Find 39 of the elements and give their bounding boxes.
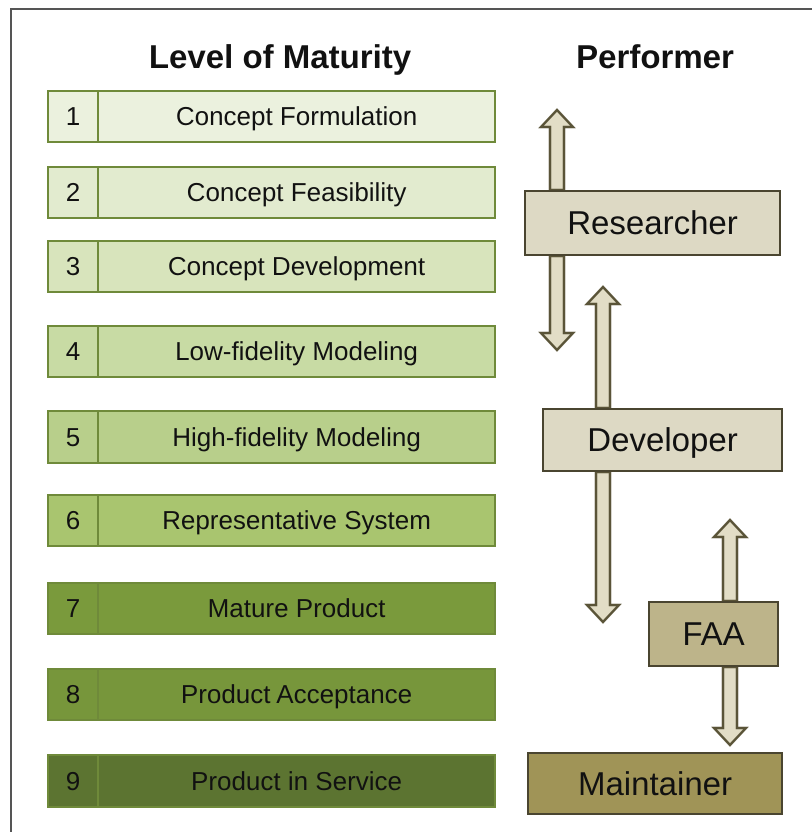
level-number: 7: [49, 584, 99, 633]
maturity-level-row: [47, 582, 496, 635]
maturity-level-row: [47, 240, 496, 293]
level-number: 1: [49, 92, 99, 141]
level-name: Product Acceptance: [180, 678, 414, 711]
performer-box: Developer: [542, 408, 783, 472]
level-name: Concept Feasibility: [186, 176, 408, 209]
level-name: Representative System: [161, 504, 432, 537]
level-name: Concept Formulation: [174, 100, 418, 133]
maturity-level-row: [47, 410, 496, 464]
level-number: 3: [49, 242, 99, 291]
double-line-arrow: [711, 666, 749, 747]
performer-box: FAA: [648, 601, 779, 667]
level-name: Concept Development: [166, 250, 426, 283]
column-heading: Level of Maturity: [148, 38, 412, 76]
maturity-level-row: [47, 325, 496, 378]
maturity-level-row: [47, 668, 496, 721]
maturity-level-row: [47, 754, 496, 808]
level-number: 2: [49, 168, 99, 217]
double-line-arrow: [538, 254, 576, 352]
level-name: High-fidelity Modeling: [171, 420, 422, 454]
level-name: Low-fidelity Modeling: [174, 335, 419, 368]
double-line-arrow: [584, 470, 622, 624]
maturity-level-row: [47, 90, 496, 143]
level-name: Product in Service: [190, 764, 403, 798]
level-number: 9: [49, 756, 99, 806]
maturity-level-row: [47, 494, 496, 547]
column-heading: Performer: [576, 38, 734, 76]
level-number: 8: [49, 670, 99, 719]
maturity-level-row: [47, 166, 496, 219]
level-number: 6: [49, 496, 99, 545]
double-line-arrow: [584, 285, 622, 410]
level-name: Mature Product: [206, 592, 386, 625]
level-number: 4: [49, 327, 99, 376]
double-line-arrow: [538, 108, 576, 192]
performer-box: Researcher: [524, 190, 781, 256]
double-line-arrow: [711, 518, 749, 602]
performer-box: Maintainer: [527, 752, 783, 815]
level-number: 5: [49, 412, 99, 462]
